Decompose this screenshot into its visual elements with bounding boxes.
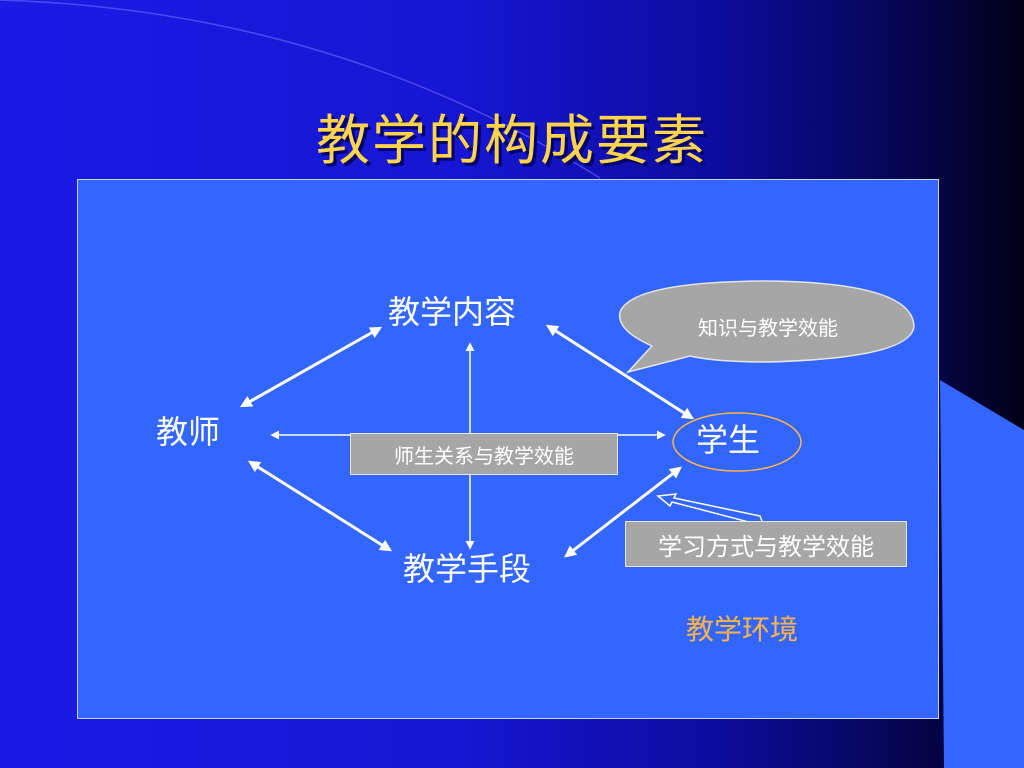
node-teaching-means: 教学手段 bbox=[403, 550, 532, 588]
arrow-content-student bbox=[545, 324, 695, 420]
node-teacher: 教师 bbox=[156, 413, 221, 451]
arrow-teacher-content bbox=[239, 326, 383, 408]
callout-bubble bbox=[618, 280, 915, 374]
arrow-means-student bbox=[564, 466, 682, 558]
node-teaching-content: 教学内容 bbox=[388, 293, 517, 331]
background-swoosh bbox=[0, 0, 601, 179]
arrow-teacher-means bbox=[247, 460, 393, 552]
student-ellipse bbox=[672, 412, 802, 472]
node-student: 学生 bbox=[696, 421, 761, 459]
label-learning-style: 学习方式与教学效能 bbox=[625, 521, 907, 567]
background-corner-band bbox=[940, 380, 1024, 768]
label-knowledge-callout: 知识与教学效能 bbox=[698, 315, 838, 340]
label-teacher-student-relation: 师生关系与教学效能 bbox=[350, 433, 618, 475]
label-teaching-environment: 教学环境 bbox=[686, 613, 799, 646]
slide-title: 教学的构成要素 bbox=[316, 109, 708, 172]
